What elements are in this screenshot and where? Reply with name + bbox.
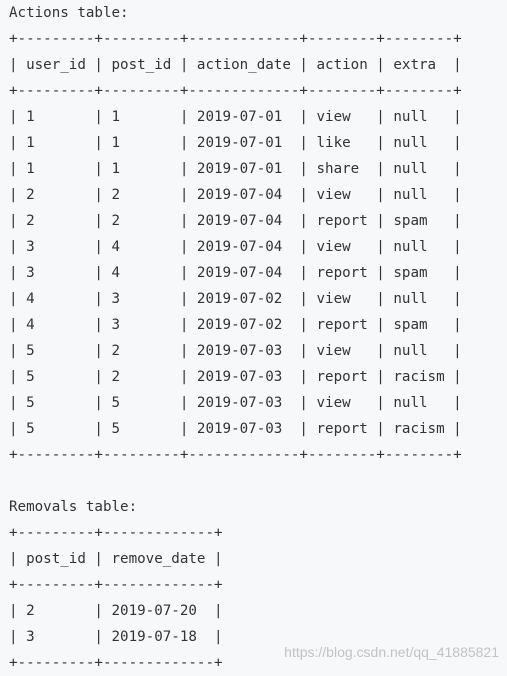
removals-top-border: +---------+-------------+ [9,525,223,541]
actions-row: | 3 | 4 | 2019-07-04 | view | null | [9,239,462,255]
removals-header-row: | post_id | remove_date | [9,551,223,567]
actions-row: | 1 | 1 | 2019-07-01 | share | null | [9,161,462,177]
actions-row: | 5 | 5 | 2019-07-03 | report | racism | [9,421,462,437]
actions-row: | 5 | 2 | 2019-07-03 | view | null | [9,343,462,359]
actions-row: | 4 | 3 | 2019-07-02 | view | null | [9,291,462,307]
actions-top-border: +---------+---------+-------------+-----… [9,31,462,47]
removals-bottom-border: +---------+-------------+ [9,655,223,671]
removals-row: | 3 | 2019-07-18 | [9,629,223,645]
actions-header-row: | user_id | post_id | action_date | acti… [9,57,462,73]
removals-table-title: Removals table: [9,499,138,515]
removals-header-border: +---------+-------------+ [9,577,223,593]
actions-row: | 1 | 1 | 2019-07-01 | like | null | [9,135,462,151]
actions-row: | 2 | 2 | 2019-07-04 | report | spam | [9,213,462,229]
spacer [9,468,499,494]
removals-row: | 2 | 2019-07-20 | [9,603,223,619]
actions-row: | 5 | 5 | 2019-07-03 | view | null | [9,395,462,411]
watermark: https://blog.csdn.net/qq_41885821 [284,644,499,660]
actions-row: | 5 | 2 | 2019-07-03 | report | racism | [9,369,462,385]
actions-row: | 3 | 4 | 2019-07-04 | report | spam | [9,265,462,281]
actions-header-border: +---------+---------+-------------+-----… [9,83,462,99]
actions-table-title: Actions table: [9,5,129,21]
actions-row: | 4 | 3 | 2019-07-02 | report | spam | [9,317,462,333]
actions-row: | 1 | 1 | 2019-07-01 | view | null | [9,109,462,125]
code-block: Actions table: +---------+---------+----… [9,0,499,676]
actions-row: | 2 | 2 | 2019-07-04 | view | null | [9,187,462,203]
actions-bottom-border: +---------+---------+-------------+-----… [9,447,462,463]
